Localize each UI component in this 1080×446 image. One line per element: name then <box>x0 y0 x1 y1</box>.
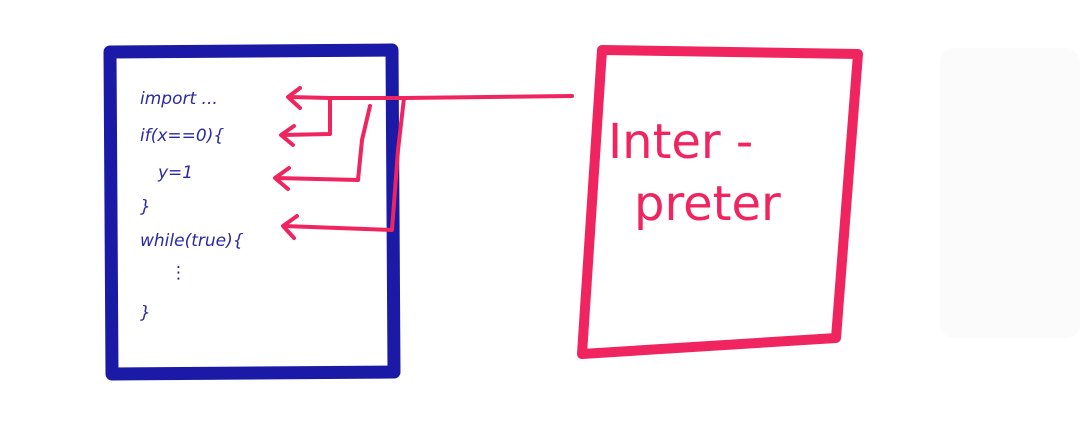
code-line-ellipsis: ⋮ <box>170 263 187 283</box>
faint-background-panel <box>940 48 1080 338</box>
code-lines: import ... if(x==0){ y=1 } while(true){ … <box>140 89 244 323</box>
arrow-to-while <box>282 96 406 232</box>
interpreter-box-outline <box>577 45 863 359</box>
arrow-to-if <box>280 96 332 137</box>
interpreter-box: Inter - preter <box>577 45 863 359</box>
code-line-import: import ... <box>140 89 218 109</box>
execution-arrows <box>273 86 574 240</box>
code-line-if: if(x==0){ <box>140 126 224 146</box>
source-code-box <box>103 43 401 381</box>
source-code-box-outline <box>103 43 401 381</box>
code-line-close-while: } <box>140 303 151 323</box>
arrow-main-line <box>328 94 574 100</box>
code-line-close-if: } <box>140 197 151 217</box>
code-line-while: while(true){ <box>140 231 244 251</box>
interpreter-label-line1: Inter - <box>608 114 753 170</box>
arrowhead-import <box>286 86 302 110</box>
arrowhead-assign <box>273 166 291 191</box>
arrowhead-while <box>281 214 299 240</box>
code-line-assign: y=1 <box>157 163 193 183</box>
arrow-to-assign <box>274 104 372 182</box>
arrowhead-if <box>279 124 296 147</box>
interpreter-label-line2: preter <box>634 176 781 232</box>
arrow-to-import <box>288 95 332 100</box>
